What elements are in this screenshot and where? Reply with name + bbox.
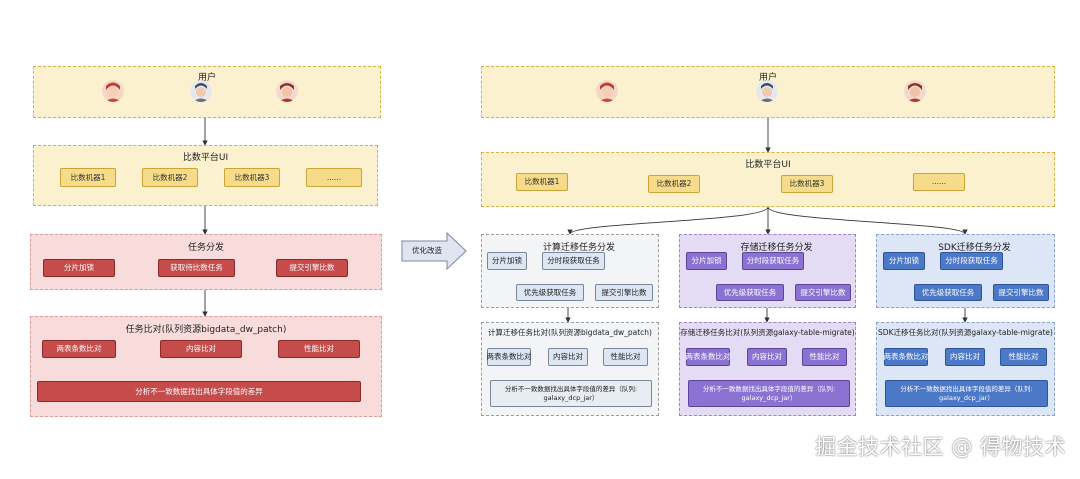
right-platform-title: 比数平台UI: [745, 160, 791, 170]
compare-step-box: 内容比对: [747, 348, 787, 366]
dispatch-step-box: 提交引擎比数: [795, 284, 851, 301]
compare-step-box: 两表条数比对: [487, 348, 532, 366]
storage-dispatch-title: 存储迁移任务分发: [740, 243, 813, 253]
machine-box: 比数机器1: [516, 173, 568, 191]
dispatch-step-box: 优先级获取任务: [716, 284, 784, 301]
user-avatar: [596, 80, 618, 102]
dispatch-step-box: 优先级获取任务: [516, 284, 584, 301]
dispatch-step-box: 分时段获取任务: [542, 252, 605, 270]
watermark-text: 掘金技术社区 @ 得物技术: [815, 435, 1066, 459]
compute-dispatch-title: 计算迁移任务分发: [542, 243, 615, 253]
machine-box: 比数机器3: [781, 175, 833, 193]
compare-step-box: 性能比对: [603, 348, 648, 366]
left-users-title: 用户: [197, 73, 216, 83]
dispatch-step-box: 分片加锁: [686, 252, 727, 270]
arrow-right-icon: [401, 231, 467, 271]
compare-step-box: 性能比对: [1000, 348, 1047, 366]
dispatch-step-box: 优先级获取任务: [914, 284, 982, 301]
storage-compare-title: 存储迁移任务比对(队列资源galaxy-table-migrate): [680, 328, 855, 337]
compare-step-box: 两表条数比对: [686, 348, 731, 366]
machine-box: 比数机器2: [142, 168, 198, 187]
sdk-dispatch-title: SDK迁移任务分发: [938, 243, 1011, 253]
left-dispatch-title: 任务分发: [187, 243, 224, 253]
dispatch-step-box: 提交引擎比数: [993, 284, 1049, 301]
user-avatar: [102, 80, 124, 102]
sdk-compare-title: SDK迁移任务比对(队列资源galaxy-table-migrate): [878, 328, 1053, 337]
dispatch-step-box: 分时段获取任务: [742, 252, 804, 270]
left-compare-title: 任务比对(队列资源bigdata_dw_patch): [125, 325, 287, 335]
analysis-box: 分析不一致数据找出具体字段值的差异（队列: galaxy_dcp_jar）: [688, 380, 850, 407]
analysis-box: 分析不一致数据找出具体字段值的差异（队列: galaxy_dcp_jar）: [490, 380, 652, 407]
machine-box: ......: [913, 173, 965, 191]
left-platform-title: 比数平台UI: [182, 153, 229, 163]
dispatch-step-box: 分片加锁: [883, 252, 925, 270]
machine-box: 比数机器2: [648, 175, 700, 193]
dispatch-step-box: 获取待比数任务: [158, 259, 235, 277]
compare-step-box: 内容比对: [945, 348, 985, 366]
user-avatar: [904, 80, 926, 102]
machine-box: 比数机器3: [224, 168, 280, 187]
compare-step-box: 性能比对: [278, 340, 360, 358]
analysis-box: 分析不一致数据找出具体字段值的差异（队列: galaxy_dcp_jar）: [885, 380, 1048, 407]
user-avatar: [276, 80, 298, 102]
optimize-label: 优化改造: [412, 246, 442, 255]
dispatch-step-box: 分时段获取任务: [940, 252, 1003, 270]
compare-step-box: 内容比对: [548, 348, 588, 366]
machine-box: 比数机器1: [60, 168, 116, 187]
machine-box: ......: [306, 168, 362, 187]
compute-compare-title: 计算迁移任务比对(队列资源bigdata_dw_patch): [488, 328, 652, 337]
dispatch-step-box: 提交引擎比数: [276, 259, 348, 277]
dispatch-step-box: 提交引擎比数: [595, 284, 653, 301]
compare-step-box: 两表条数比对: [884, 348, 929, 366]
analysis-box: 分析不一致数据找出具体字段值的差异: [37, 381, 361, 402]
right-users-title: 用户: [758, 73, 777, 83]
user-avatar: [756, 80, 778, 102]
compare-step-box: 内容比对: [160, 340, 242, 358]
optimize-arrow: 优化改造: [401, 231, 467, 271]
compare-step-box: 性能比对: [802, 348, 847, 366]
dispatch-step-box: 分片加锁: [43, 259, 115, 277]
user-avatar: [190, 80, 212, 102]
compare-step-box: 两表条数比对: [42, 340, 116, 358]
dispatch-step-box: 分片加锁: [487, 252, 527, 270]
